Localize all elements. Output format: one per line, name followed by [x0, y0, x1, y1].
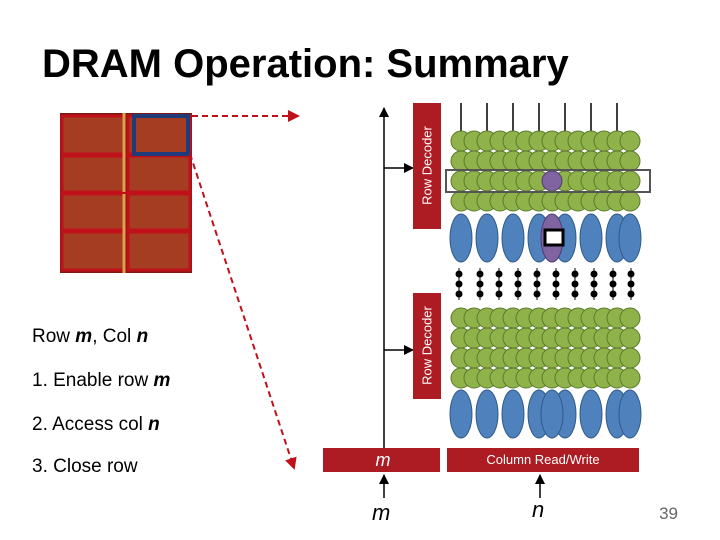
step-1: 1. Enable row m [32, 370, 170, 392]
row-decoder-bottom [413, 293, 441, 399]
col-var: n [136, 326, 149, 347]
dram-chip-image [60, 113, 192, 273]
cell-row-1 [450, 130, 641, 152]
column-read-write-label: Column Read/Write [486, 452, 600, 467]
page-number: 39 [659, 504, 678, 523]
row-col-prefix: Row [32, 326, 76, 347]
step-2-var: n [148, 414, 160, 435]
row-decoder-top [413, 103, 441, 229]
cell-row-2 [450, 150, 641, 172]
signal-m: m [372, 500, 391, 525]
step-2-prefix: 2. Access col [32, 414, 149, 435]
active-row-highlight [445, 169, 651, 193]
top-cell-array [445, 130, 651, 212]
bottom-cell-array [450, 307, 641, 389]
row-decoder-bottom-label: Row Decoder [419, 306, 435, 385]
cell-row-active [450, 170, 641, 192]
column-read-write-bar [447, 448, 639, 472]
row-col-label: Row m, Col n [32, 326, 148, 348]
row-address-bar-label: m [375, 450, 391, 470]
row-decoder-top-label: Row Decoder [419, 126, 435, 205]
step-2: 2. Access col n [32, 414, 160, 436]
cell-row-4 [450, 190, 641, 212]
row-var: m [75, 326, 93, 347]
slide-title: DRAM Operation: Summary [42, 42, 569, 86]
column-select-box [543, 228, 565, 247]
signal-n: n [532, 497, 545, 522]
zoom-arrow-bottom [189, 153, 297, 470]
row-col-mid: , Col [92, 326, 137, 347]
step-3: 3. Close row [32, 456, 138, 477]
bottom-sense-amplifiers [449, 389, 642, 439]
step-1-var: m [153, 370, 171, 391]
selected-cell [541, 170, 563, 192]
step-1-prefix: 1. Enable row [32, 370, 154, 391]
row-address-bar [323, 448, 440, 472]
bitline-connectors [455, 268, 635, 300]
